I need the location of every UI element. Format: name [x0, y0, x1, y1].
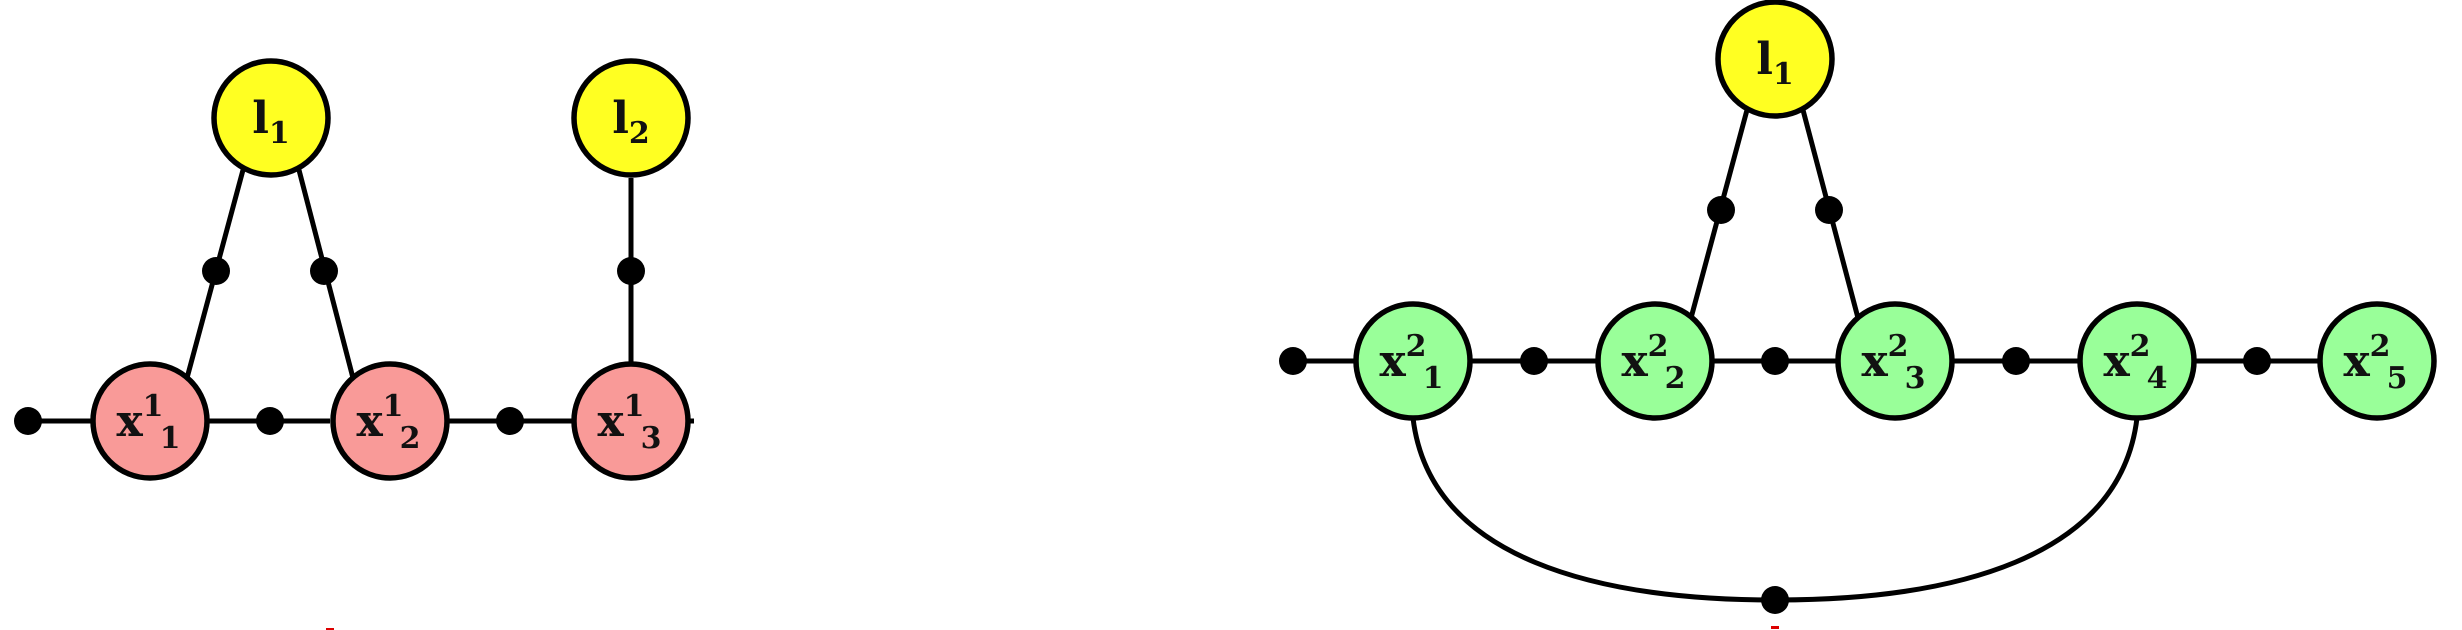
factor-x1-x2: [1520, 347, 1548, 375]
factor-x2-l1: [310, 257, 338, 285]
pose-circle: [330, 361, 450, 481]
node-sup-label: 2: [2130, 329, 2151, 364]
factor-prior-x1: [1279, 347, 1307, 375]
node-sub-label: 3: [641, 421, 662, 456]
node-sub-label: 5: [2387, 361, 2408, 396]
node-sub-label: 1: [160, 421, 181, 456]
landmark-node-l2: l2: [571, 58, 691, 178]
factor-x2-x3: [496, 407, 524, 435]
svg-text:l1: l1: [252, 93, 290, 151]
edge-loop-closure-x1-x4: [1410, 417, 2140, 603]
node-main-label: x: [116, 396, 143, 447]
pose-circle: [1835, 301, 1955, 421]
node-sub-label: 1: [269, 116, 290, 151]
svg-text:x1: x1: [116, 389, 163, 447]
landmark-circle: [571, 58, 691, 178]
factor-prior-x1: [14, 407, 42, 435]
node-sub-label: 1: [1423, 361, 1444, 396]
node-sup-label: 1: [143, 389, 164, 424]
landmark-circle: [1715, 0, 1835, 119]
node-sup-label: 2: [1406, 329, 1427, 364]
pose-circle: [1595, 301, 1715, 421]
pose-node-x2-5: x2 5: [2317, 301, 2437, 421]
node-main-label: x: [2343, 336, 2370, 387]
svg-text:x1: x1: [356, 389, 403, 447]
svg-text:x2: x2: [2343, 329, 2390, 387]
right-factor-graph: l1 x2 1 x2 2 x2 3 x2: [1279, 0, 2437, 629]
node-sup-label: 2: [1648, 329, 1669, 364]
svg-text:x1: x1: [597, 389, 644, 447]
pose-circle: [2317, 301, 2437, 421]
node-sup-label: 1: [383, 389, 404, 424]
node-main-label: l: [252, 93, 269, 144]
pose-circle: [1353, 301, 1473, 421]
pose-node-x1-3: x1 3: [571, 361, 691, 481]
factor-x4-x5: [2243, 347, 2271, 375]
red-marker: [1771, 626, 1779, 629]
factor-x3-l1: [1815, 196, 1843, 224]
factor-x1-x2: [256, 407, 284, 435]
node-main-label: x: [1861, 336, 1888, 387]
node-main-label: x: [356, 396, 383, 447]
svg-text:x2: x2: [2103, 329, 2150, 387]
node-sub-label: 3: [1905, 361, 1926, 396]
pose-node-x2-3: x2 3: [1835, 301, 1955, 421]
node-main-label: x: [1621, 336, 1648, 387]
pose-node-x2-4: x2 4: [2077, 301, 2197, 421]
pose-node-x1-2: x1 2: [330, 361, 450, 481]
factor-loop-closure: [1761, 586, 1789, 614]
node-sub-label: 4: [2147, 361, 2168, 396]
node-main-label: l: [1756, 34, 1773, 85]
node-sub-label: 1: [1773, 57, 1794, 92]
node-main-label: x: [2103, 336, 2130, 387]
svg-text:x2: x2: [1621, 329, 1668, 387]
node-sup-label: 1: [624, 389, 645, 424]
factor-x2-l1: [1707, 196, 1735, 224]
pose-circle: [571, 361, 691, 481]
red-marker: [326, 628, 334, 630]
svg-text:x2: x2: [1861, 329, 1908, 387]
svg-text:l2: l2: [612, 93, 650, 151]
pose-node-x2-2: x2 2: [1595, 301, 1715, 421]
left-factor-graph: l1 l2 x1 1 x1 2 x1: [14, 58, 694, 630]
pose-node-x1-1: x1 1: [90, 361, 210, 481]
pose-circle: [90, 361, 210, 481]
node-main-label: x: [1379, 336, 1406, 387]
factor-x1-l1: [202, 257, 230, 285]
landmark-node-l1: l1: [1715, 0, 1835, 119]
landmark-circle: [211, 58, 331, 178]
pose-circle: [2077, 301, 2197, 421]
pose-node-x2-1: x2 1: [1353, 301, 1473, 421]
factor-x2-x3: [1761, 347, 1789, 375]
node-sub-label: 2: [629, 116, 650, 151]
factor-x3-l2: [617, 257, 645, 285]
node-sup-label: 2: [2370, 329, 2391, 364]
svg-text:x2: x2: [1379, 329, 1426, 387]
node-sup-label: 2: [1888, 329, 1909, 364]
node-sub-label: 2: [400, 421, 421, 456]
node-sub-label: 2: [1665, 361, 1686, 396]
svg-text:l1: l1: [1756, 34, 1794, 92]
node-main-label: x: [597, 396, 624, 447]
node-main-label: l: [612, 93, 629, 144]
landmark-node-l1: l1: [211, 58, 331, 178]
factor-x3-x4: [2002, 347, 2030, 375]
